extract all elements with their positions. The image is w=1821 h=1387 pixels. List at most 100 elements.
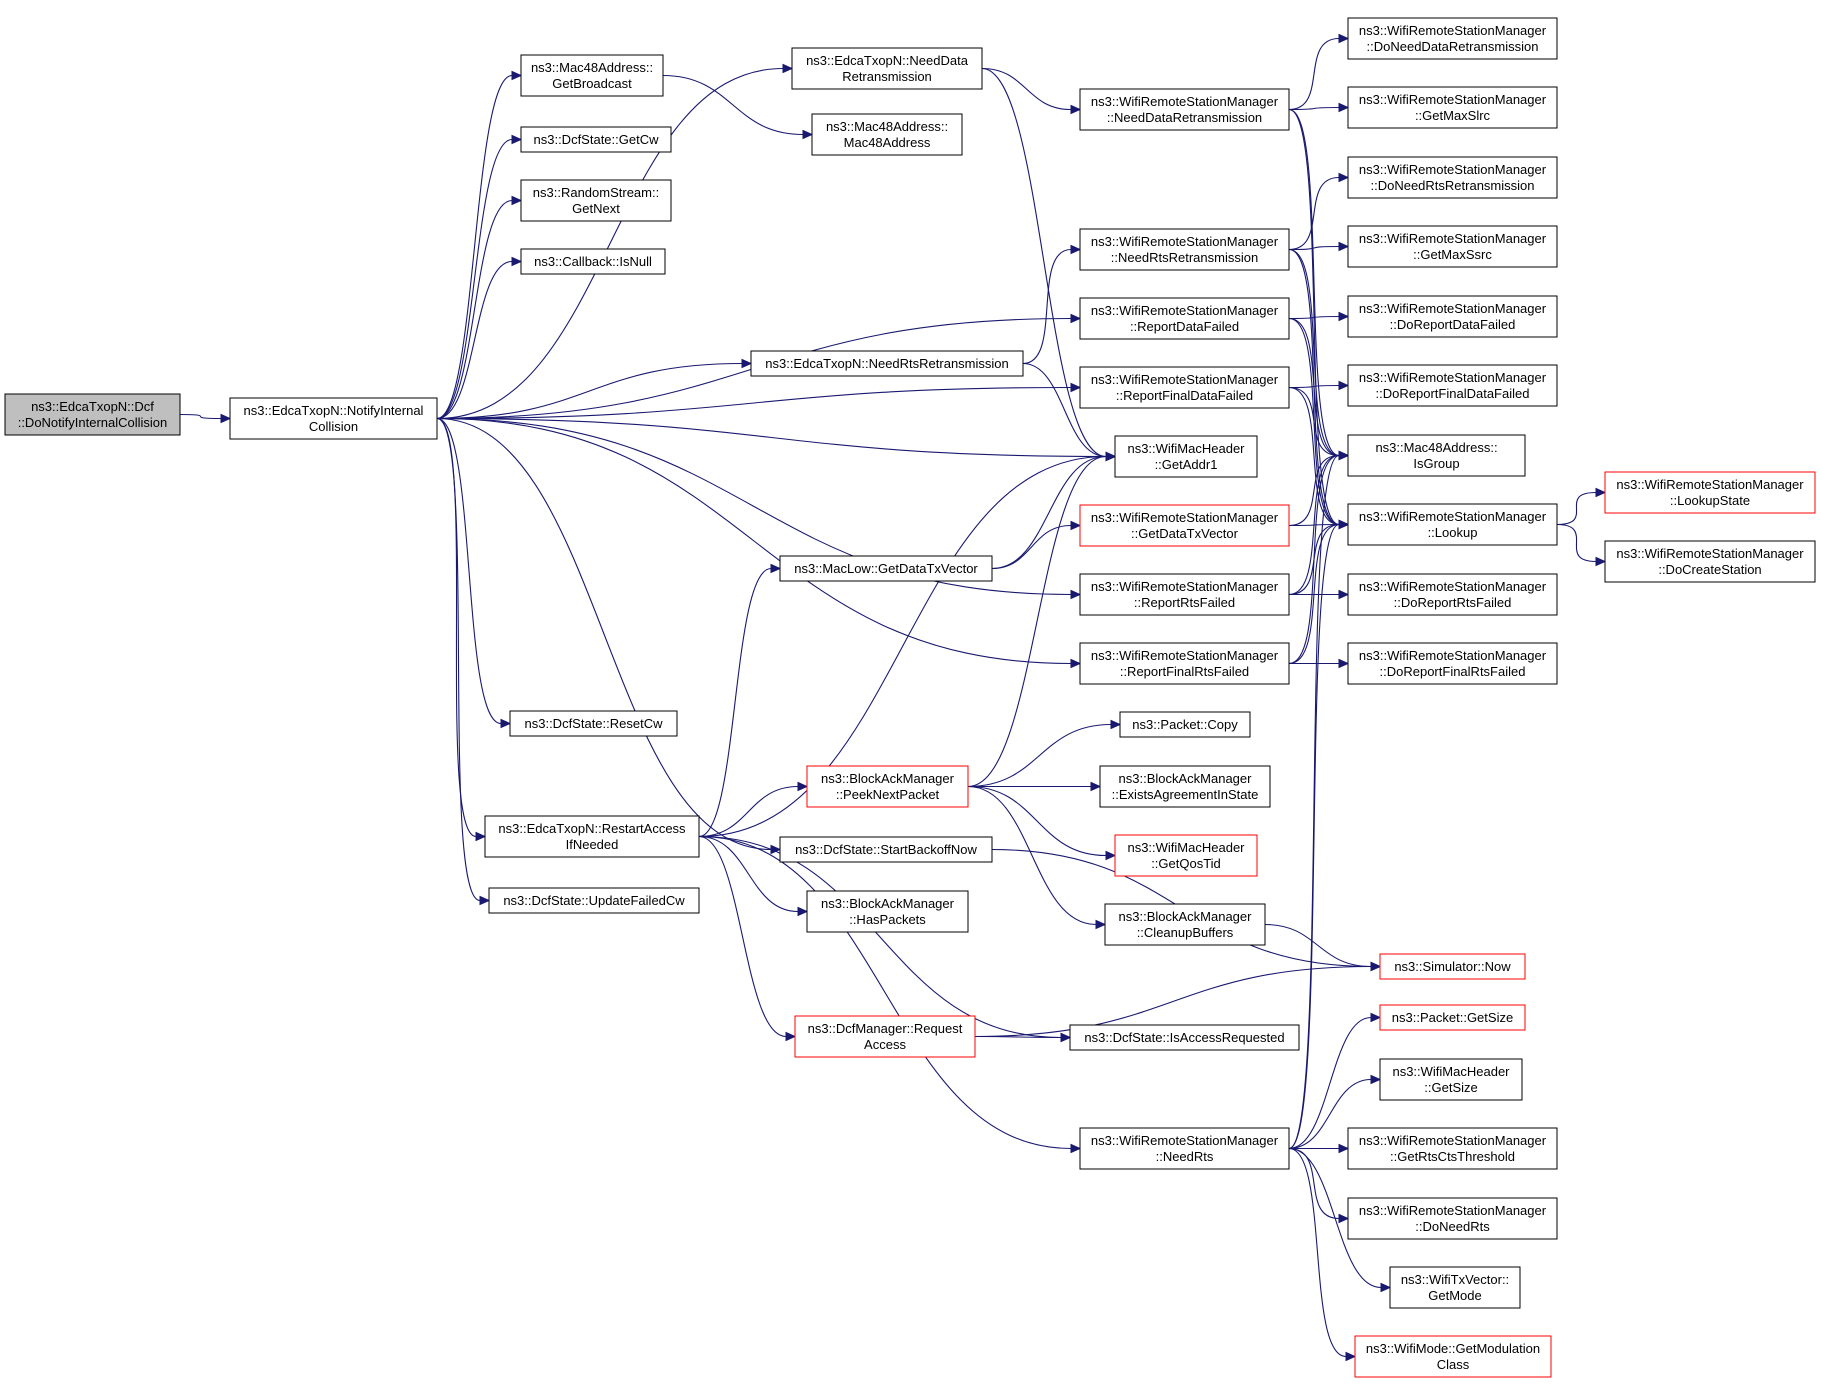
graph-node-n17[interactable]: ns3::WifiRemoteStationManager::NeedDataR… <box>1079 88 1290 131</box>
graph-node-n36[interactable]: ns3::WifiRemoteStationManager::DoReportF… <box>1347 364 1558 407</box>
node-box <box>1114 435 1258 478</box>
graph-node-n26[interactable]: ns3::BlockAckManager::ExistsAgreementInS… <box>1099 765 1271 808</box>
graph-node-n28[interactable]: ns3::BlockAckManager::CleanupBuffers <box>1104 903 1266 946</box>
graph-node-n46[interactable]: ns3::WifiTxVector::GetMode <box>1389 1266 1521 1309</box>
graph-node-n10[interactable]: ns3::Mac48Address::Mac48Address <box>811 113 963 156</box>
graph-node-n41[interactable]: ns3::Simulator::Now <box>1379 953 1526 980</box>
graph-node-n45[interactable]: ns3::WifiRemoteStationManager::DoNeedRts <box>1347 1197 1558 1240</box>
graph-node-n18[interactable]: ns3::WifiRemoteStationManager::NeedRtsRe… <box>1079 228 1290 271</box>
graph-node-n6[interactable]: ns3::DcfState::ResetCw <box>509 710 678 737</box>
arrowhead-icon <box>1070 658 1082 669</box>
graph-node-n21[interactable]: ns3::WifiMacHeader::GetAddr1 <box>1114 435 1258 478</box>
node-label: ns3::MacLow::GetDataTxVector <box>794 561 978 576</box>
graph-node-n40[interactable]: ns3::WifiRemoteStationManager::DoReportF… <box>1347 642 1558 685</box>
node-box <box>1389 1266 1521 1309</box>
graph-node-n0[interactable]: ns3::EdcaTxopN::Dcf::DoNotifyInternalCol… <box>4 393 181 436</box>
graph-node-n12[interactable]: ns3::MacLow::GetDataTxVector <box>779 555 993 582</box>
node-label: ns3::DcfState::UpdateFailedCw <box>503 893 685 908</box>
edge-line <box>179 413 222 420</box>
graph-node-n13[interactable]: ns3::BlockAckManager::PeekNextPacket <box>806 765 969 808</box>
node-label: ::ReportFinalRtsFailed <box>1120 664 1249 679</box>
graph-node-n3[interactable]: ns3::DcfState::GetCw <box>520 126 672 153</box>
graph-node-n15[interactable]: ns3::BlockAckManager::HasPackets <box>806 890 969 933</box>
arrowhead-icon <box>1095 919 1107 930</box>
node-box <box>1347 1127 1558 1170</box>
graph-node-n24[interactable]: ns3::WifiRemoteStationManager::ReportFin… <box>1079 642 1290 685</box>
graph-node-n42[interactable]: ns3::Packet::GetSize <box>1379 1004 1526 1031</box>
call-edge <box>1288 1012 1382 1150</box>
graph-node-n30[interactable]: ns3::WifiRemoteStationManager::NeedRts <box>1079 1127 1290 1170</box>
edge-line <box>698 835 1072 1150</box>
node-box <box>1347 17 1558 60</box>
graph-node-n22[interactable]: ns3::WifiRemoteStationManager::GetDataTx… <box>1079 504 1290 547</box>
node-box <box>1604 471 1816 514</box>
node-label: ns3::WifiMacHeader <box>1392 1064 1510 1079</box>
graph-node-n23[interactable]: ns3::WifiRemoteStationManager::ReportRts… <box>1079 573 1290 616</box>
graph-node-n5[interactable]: ns3::Callback::IsNull <box>520 248 666 275</box>
call-edge <box>1264 923 1382 972</box>
graph-node-n9[interactable]: ns3::EdcaTxopN::NeedDataRetransmission <box>791 47 983 90</box>
edge-line <box>1288 384 1340 389</box>
edge-line <box>967 455 1107 788</box>
graph-node-n37[interactable]: ns3::Mac48Address::IsGroup <box>1347 434 1526 477</box>
graph-node-n32[interactable]: ns3::WifiRemoteStationManager::GetMaxSlr… <box>1347 86 1558 129</box>
graph-node-n27[interactable]: ns3::WifiMacHeader::GetQosTid <box>1114 834 1258 877</box>
node-label: ns3::EdcaTxopN::RestartAccess <box>498 821 686 836</box>
graph-node-n34[interactable]: ns3::WifiRemoteStationManager::GetMaxSsr… <box>1347 225 1558 268</box>
edge-line <box>1288 108 1340 457</box>
graph-node-n19[interactable]: ns3::WifiRemoteStationManager::ReportDat… <box>1079 297 1290 340</box>
node-label: ns3::WifiRemoteStationManager <box>1359 301 1547 316</box>
call-edge <box>436 417 1082 600</box>
arrowhead-icon <box>1345 1351 1357 1362</box>
graph-node-n44[interactable]: ns3::WifiRemoteStationManager::GetRtsCts… <box>1347 1127 1558 1170</box>
call-edge <box>1288 241 1350 252</box>
node-label: ns3::Callback::IsNull <box>534 254 652 269</box>
graph-node-n4[interactable]: ns3::RandomStream::GetNext <box>520 179 672 222</box>
graph-node-n33[interactable]: ns3::WifiRemoteStationManager::DoNeedRts… <box>1347 156 1558 199</box>
graph-node-n49[interactable]: ns3::WifiRemoteStationManager::DoCreateS… <box>1604 540 1816 583</box>
node-label: ns3::EdcaTxopN::Dcf <box>31 399 154 414</box>
graph-node-n48[interactable]: ns3::WifiRemoteStationManager::LookupSta… <box>1604 471 1816 514</box>
graph-node-n1[interactable]: ns3::EdcaTxopN::NotifyInternalCollision <box>229 397 438 440</box>
node-box <box>1347 1197 1558 1240</box>
node-label: GetMode <box>1428 1288 1481 1303</box>
arrowhead-icon <box>1370 1012 1382 1023</box>
node-label: ns3::WifiRemoteStationManager <box>1091 1133 1279 1148</box>
graph-node-n14[interactable]: ns3::DcfState::StartBackoffNow <box>779 836 993 863</box>
node-label: ns3::Mac48Address:: <box>1375 440 1497 455</box>
node-box <box>509 710 678 737</box>
graph-node-n2[interactable]: ns3::Mac48Address::GetBroadcast <box>520 54 664 97</box>
edge-line <box>436 417 1107 458</box>
graph-node-n25[interactable]: ns3::Packet::Copy <box>1119 711 1251 738</box>
node-label: ns3::BlockAckManager <box>821 771 955 786</box>
arrowhead-icon <box>802 129 814 140</box>
arrowhead-icon <box>1110 719 1122 730</box>
call-edge <box>1288 386 1350 461</box>
edge-line <box>436 74 513 420</box>
edges-layer <box>179 33 1607 1362</box>
graph-node-n39[interactable]: ns3::WifiRemoteStationManager::DoReportR… <box>1347 573 1558 616</box>
node-box <box>779 555 993 582</box>
node-label: ns3::WifiRemoteStationManager <box>1359 1133 1547 1148</box>
node-label: IsGroup <box>1413 456 1459 471</box>
edge-line <box>967 723 1112 788</box>
graph-node-n43[interactable]: ns3::WifiMacHeader::GetSize <box>1379 1058 1523 1101</box>
graph-node-n35[interactable]: ns3::WifiRemoteStationManager::DoReportD… <box>1347 295 1558 338</box>
arrowhead-icon <box>1338 450 1350 461</box>
graph-node-n38[interactable]: ns3::WifiRemoteStationManager::Lookup <box>1347 503 1558 546</box>
edge-line <box>991 455 1107 570</box>
graph-node-n11[interactable]: ns3::EdcaTxopN::NeedRtsRetransmission <box>750 350 1024 377</box>
call-edge <box>436 382 1082 420</box>
graph-node-n29[interactable]: ns3::DcfState::IsAccessRequested <box>1069 1024 1300 1051</box>
arrowhead-icon <box>1105 850 1117 861</box>
call-edge <box>436 134 523 420</box>
node-label: ns3::Mac48Address:: <box>826 119 948 134</box>
node-box <box>1079 366 1290 409</box>
graph-node-n20[interactable]: ns3::WifiRemoteStationManager::ReportFin… <box>1079 366 1290 409</box>
graph-node-n31[interactable]: ns3::WifiRemoteStationManager::DoNeedDat… <box>1347 17 1558 60</box>
node-label: ns3::EdcaTxopN::NeedData <box>806 53 969 68</box>
graph-node-n8[interactable]: ns3::DcfState::UpdateFailedCw <box>488 887 700 914</box>
